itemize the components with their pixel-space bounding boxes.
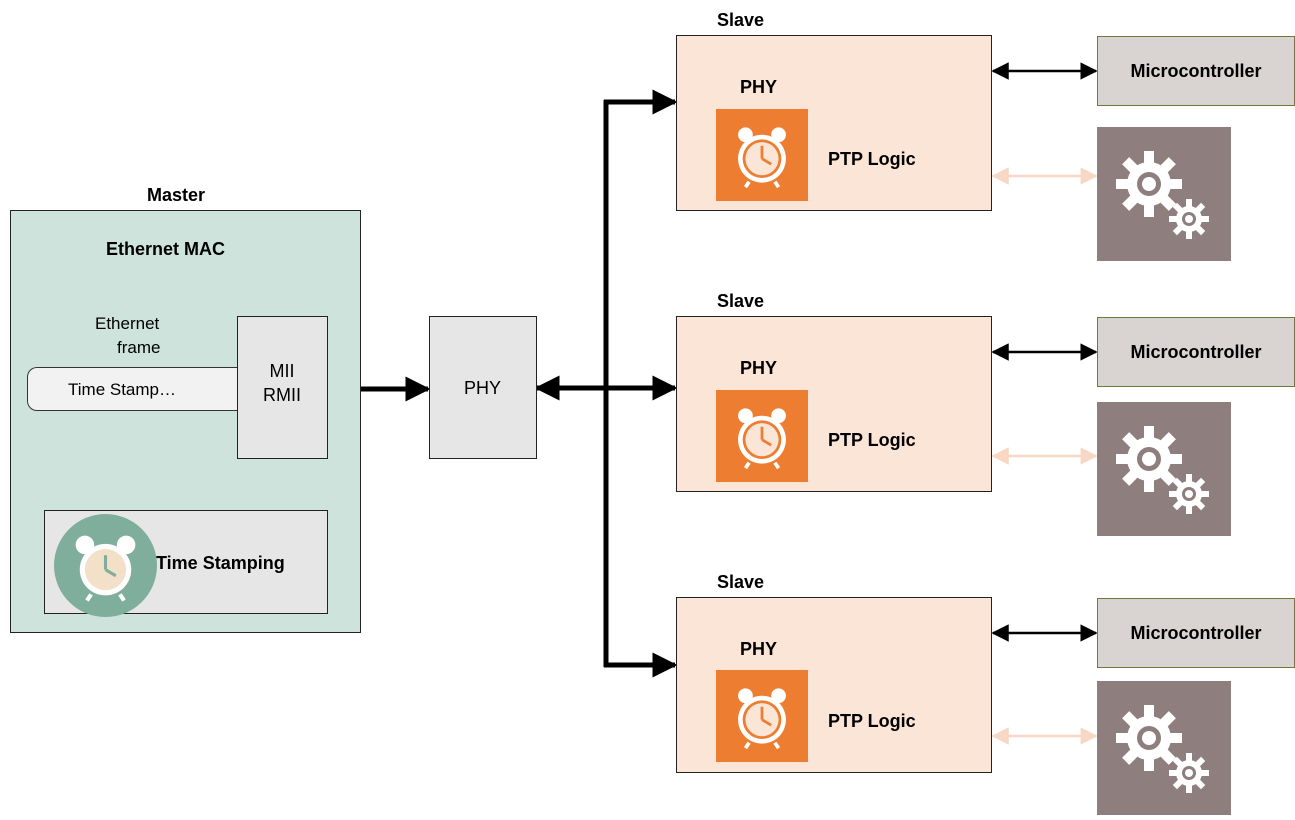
- mii-rmii-block: MII RMII: [237, 316, 328, 459]
- slave-3-microcontroller: Microcontroller: [1097, 598, 1295, 668]
- alarm-clock-icon: [716, 390, 808, 482]
- slave-2-ptp-label: PTP Logic: [828, 430, 916, 450]
- gears-icon: [1097, 402, 1231, 536]
- slave-2-title: Slave: [717, 291, 765, 311]
- frame-field: Time Stamp…: [27, 367, 242, 411]
- gears-icon: [1097, 127, 1231, 261]
- center-phy-block: PHY: [429, 316, 537, 459]
- slave-1-phy-label: PHY: [740, 77, 778, 97]
- master-title: Master: [147, 185, 206, 205]
- time-stamping-label: Time Stamping: [156, 553, 285, 573]
- slave-2-phy-label: PHY: [740, 358, 778, 378]
- slave-1-title: Slave: [717, 10, 765, 30]
- gears-icon: [1097, 681, 1231, 815]
- slave-1-microcontroller: Microcontroller: [1097, 36, 1295, 106]
- alarm-clock-icon: [54, 514, 157, 617]
- slave-3-ptp-label: PTP Logic: [828, 711, 916, 731]
- slave-1-ptp-label: PTP Logic: [828, 149, 916, 169]
- frame-field-label: Time Stamp…: [68, 380, 177, 399]
- mii-label: MII: [269, 361, 295, 381]
- center-phy-label: PHY: [463, 378, 501, 398]
- ethernet-frame-label-line1: Ethernet: [95, 314, 160, 333]
- rmii-label: RMII: [263, 385, 301, 405]
- alarm-clock-icon: [716, 109, 808, 201]
- ethernet-frame-label-line2: frame: [117, 338, 161, 357]
- ethernet-mac-label: Ethernet MAC: [106, 239, 226, 259]
- slave-3-title: Slave: [717, 572, 765, 592]
- alarm-clock-icon: [716, 670, 808, 762]
- slave-3-phy-label: PHY: [740, 639, 778, 659]
- slave-2-microcontroller: Microcontroller: [1097, 317, 1295, 387]
